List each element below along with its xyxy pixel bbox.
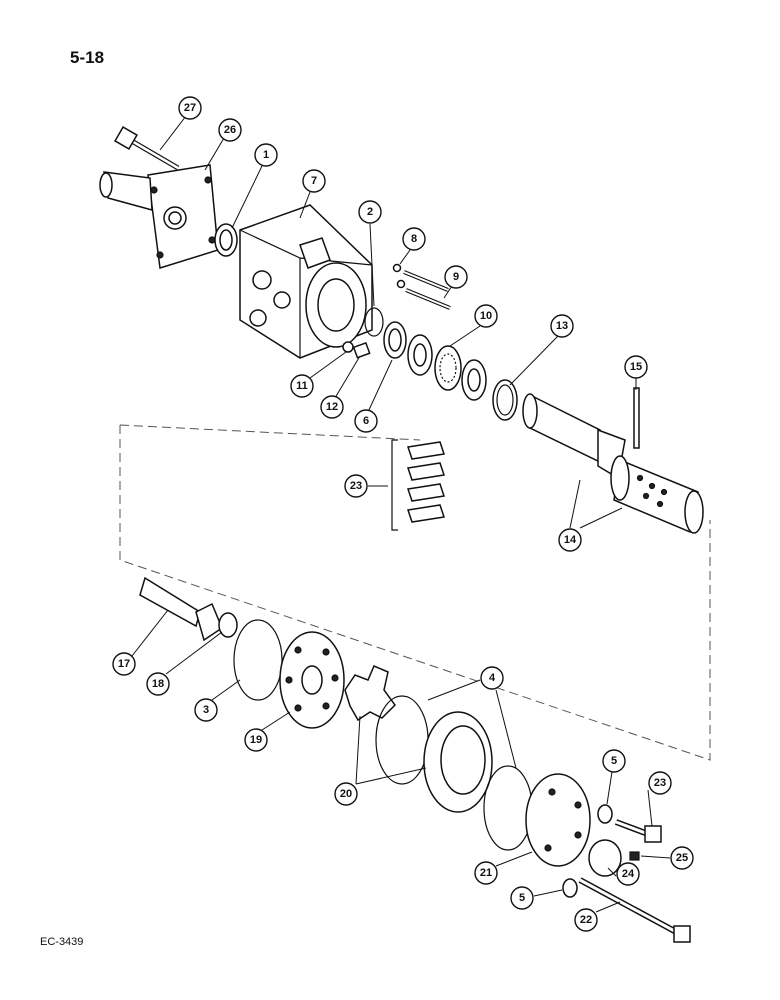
thrust-bearing-10 [407,334,487,401]
svg-text:11: 11 [296,380,308,392]
svg-text:25: 25 [676,852,688,864]
callout-4: 4 [480,666,504,690]
callout-12: 12 [320,395,344,419]
rotor-20 [344,665,396,722]
o-ring-4b [483,765,533,851]
callout-27: 27 [178,96,202,120]
svg-text:17: 17 [118,658,130,670]
callout-8: 8 [402,227,426,251]
pin-15 [633,387,640,449]
ball-8 [392,263,402,273]
callout-24: 24 [616,862,640,886]
svg-text:3: 3 [203,704,209,716]
drawing-code: EC-3439 [40,936,84,948]
callout-25: 25 [670,846,694,870]
spacer-18 [218,612,238,638]
svg-text:5: 5 [611,755,617,767]
svg-text:19: 19 [250,734,262,746]
o-ring-4a [375,695,429,785]
svg-text:27: 27 [184,102,196,114]
svg-text:26: 26 [224,124,236,136]
callout-7: 7 [302,169,326,193]
o-ring-3 [233,619,283,701]
callout-21: 21 [474,861,498,885]
valve-body-7 [239,204,373,359]
svg-text:22: 22 [580,914,592,926]
svg-text:14: 14 [564,534,577,546]
svg-text:23: 23 [654,777,666,789]
svg-text:24: 24 [622,868,635,880]
svg-text:15: 15 [630,361,642,373]
washer-5b [562,878,578,898]
washer-5a [597,804,613,824]
svg-text:18: 18 [152,678,164,690]
bolt-22 [578,877,691,943]
callout-22: 22 [574,908,598,932]
callout-2: 2 [358,200,382,224]
callout-14: 14 [558,528,582,552]
svg-text:1: 1 [263,149,269,161]
callout-23-lower: 23 [648,771,672,795]
svg-text:4: 4 [489,672,496,684]
callout-20: 20 [334,782,358,806]
dashed-enclosure [119,424,711,761]
svg-text:8: 8 [411,233,417,245]
callout-9: 9 [444,265,468,289]
svg-text:21: 21 [480,867,492,879]
o-ring-2 [364,307,384,337]
svg-text:10: 10 [480,310,492,322]
callout-26: 26 [218,118,242,142]
svg-text:7: 7 [311,175,317,187]
screw-23 [614,819,662,843]
plug-25 [629,851,640,861]
plate-19 [279,631,345,729]
callout-5-lower: 5 [510,886,534,910]
drive-shaft-17 [139,576,223,642]
svg-text:23: 23 [350,480,362,492]
housing-26 [99,164,219,269]
callout-23-upper: 23 [344,474,368,498]
spool-sleeve-14 [522,393,704,534]
gerotor-ring-20 [423,711,493,813]
svg-text:9: 9 [453,271,459,283]
svg-text:2: 2 [367,206,373,218]
svg-text:12: 12 [326,401,338,413]
callout-1: 1 [254,143,278,167]
svg-text:20: 20 [340,788,352,800]
callout-13: 13 [550,314,574,338]
end-cap-21 [525,773,591,867]
callout-3: 3 [194,698,218,722]
plate-24 [588,839,622,877]
callout-18: 18 [146,672,170,696]
springs-23 [391,439,445,531]
pins-9 [403,270,451,310]
callout-5-upper: 5 [602,749,626,773]
svg-text:6: 6 [363,415,369,427]
callout-19: 19 [244,728,268,752]
ball-11 [342,341,354,353]
callout-17: 17 [112,652,136,676]
page-number: 5-18 [70,48,105,67]
callout-6: 6 [354,409,378,433]
leader-lines [131,115,671,913]
bolt-27 [114,126,180,171]
svg-text:13: 13 [556,320,568,332]
plug-12 [352,341,371,359]
callout-11: 11 [290,374,314,398]
callout-10: 10 [474,304,498,328]
svg-text:5: 5 [519,892,525,904]
callout-15: 15 [624,355,648,379]
